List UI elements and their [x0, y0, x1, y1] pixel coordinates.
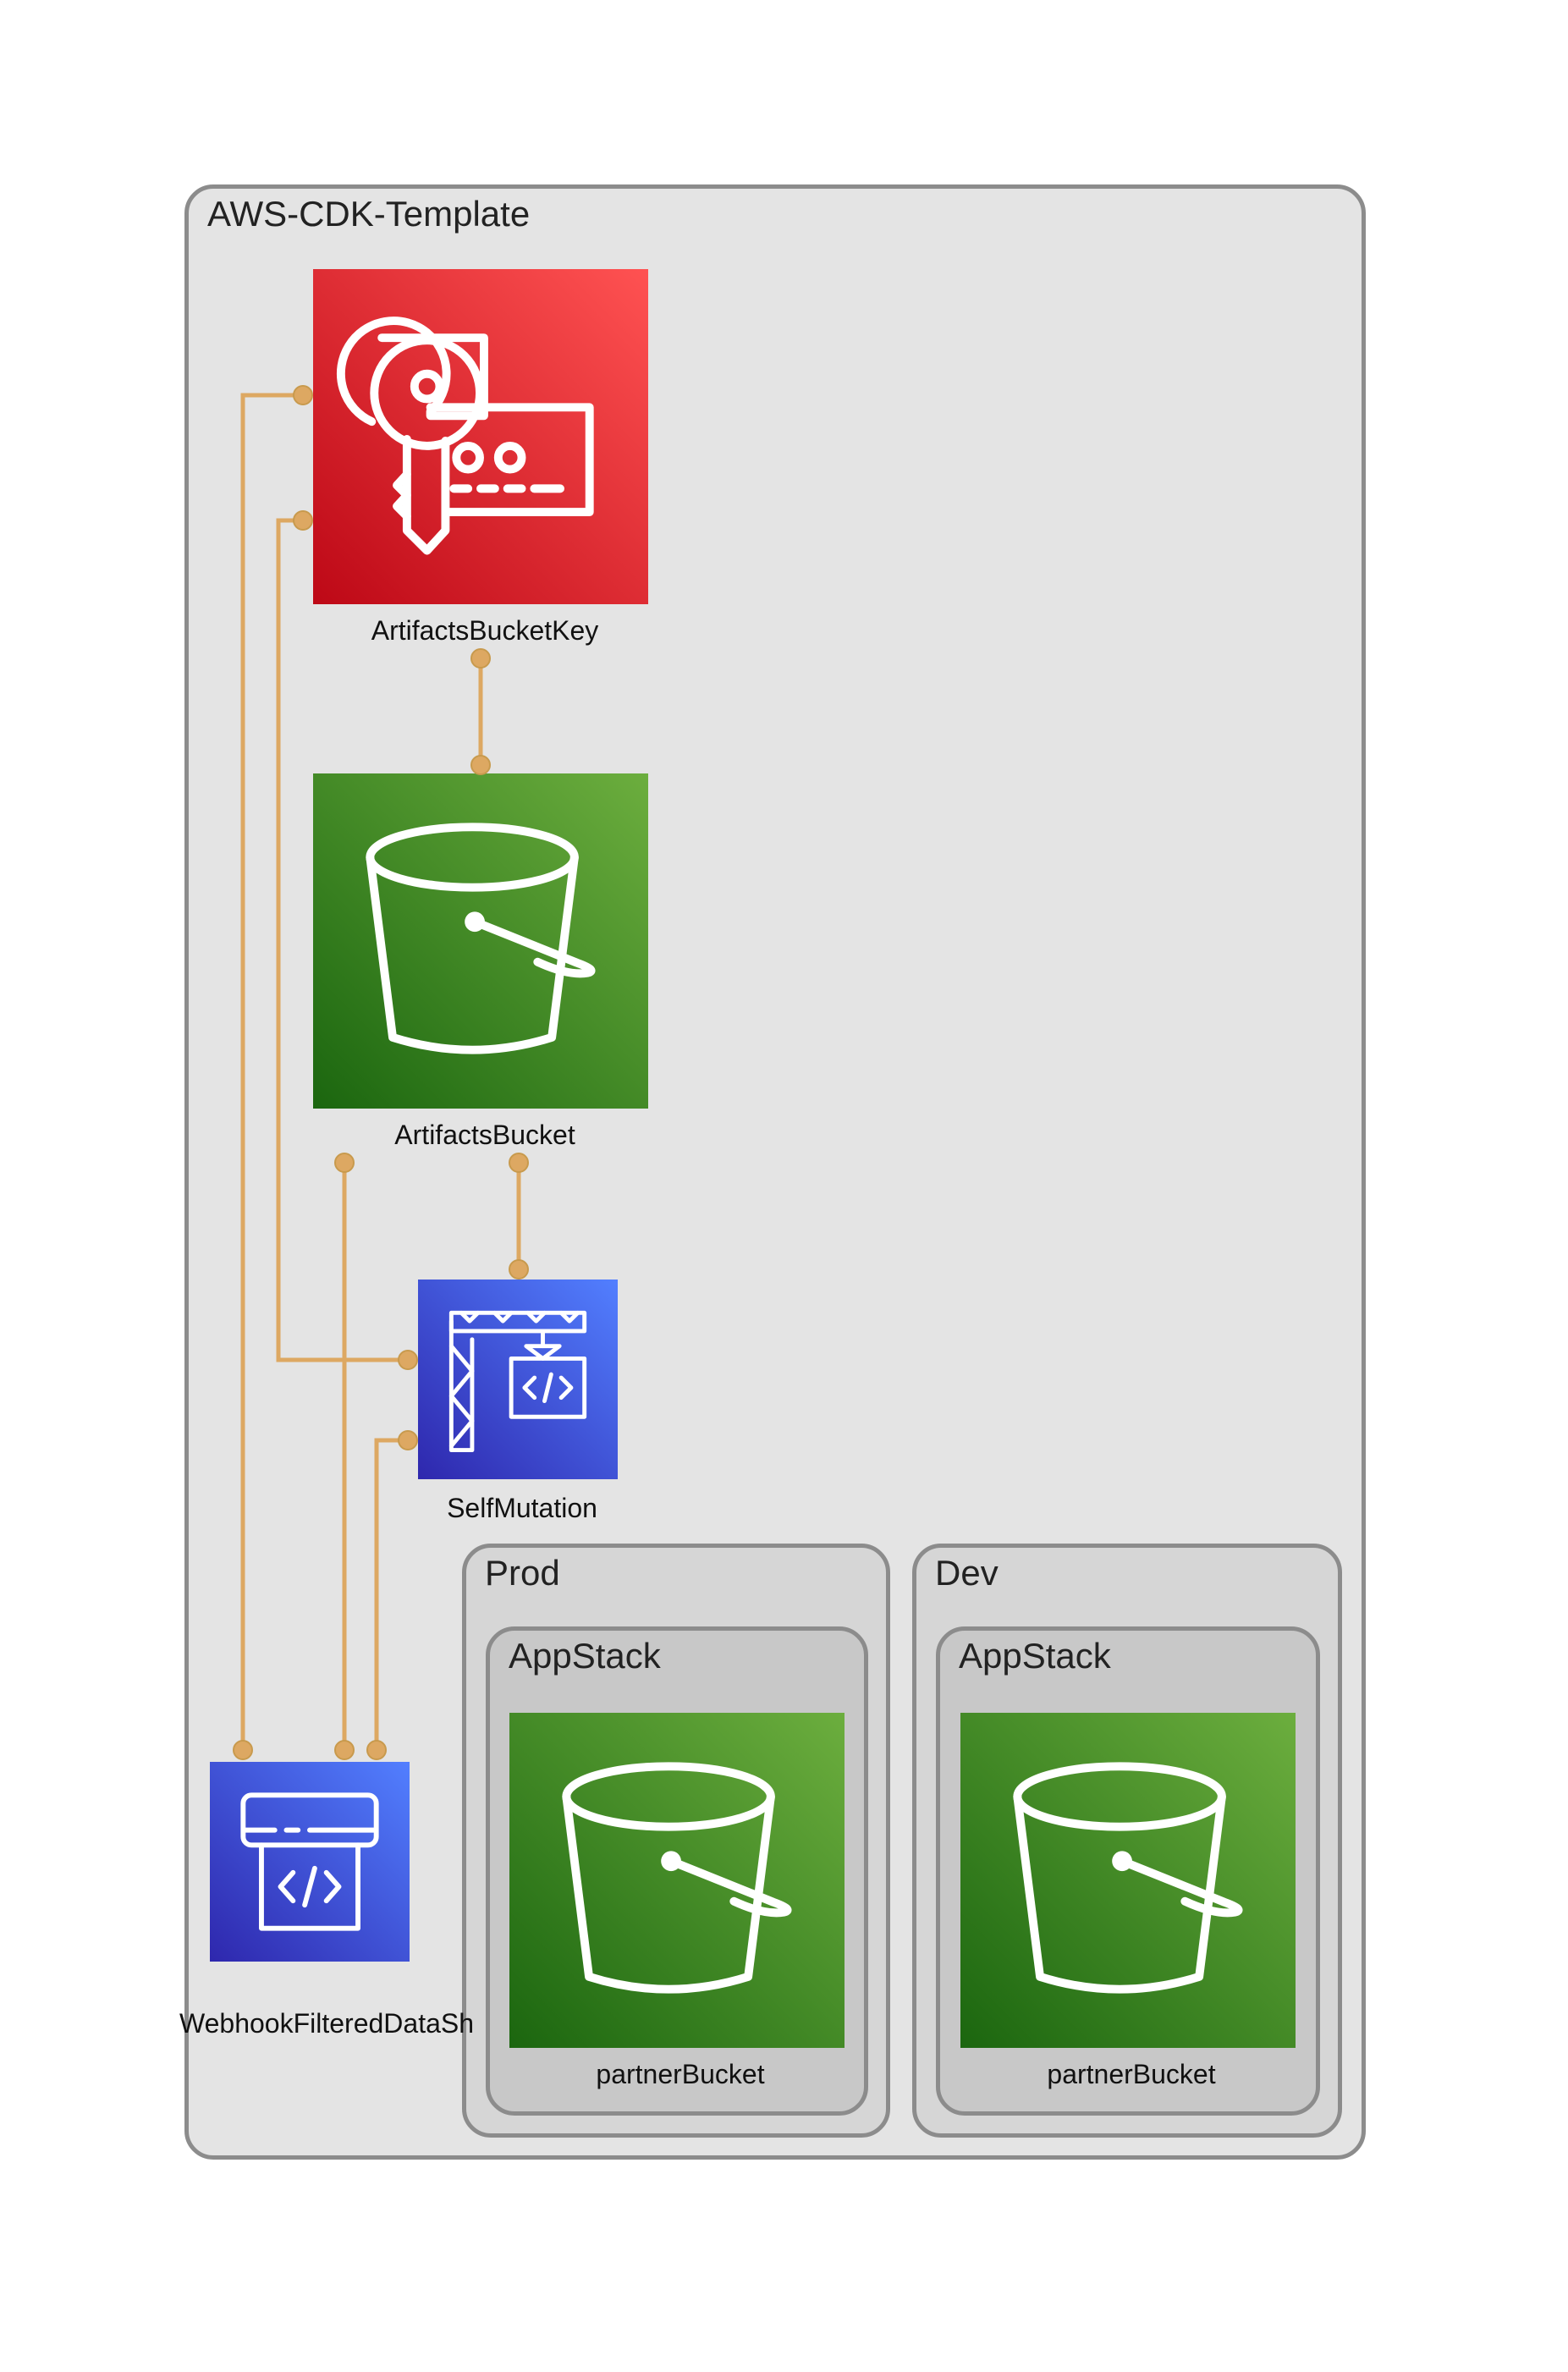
artifacts-bucket-label: ArtifactsBucket [394, 1120, 575, 1150]
prod-appstack-title: AppStack [509, 1636, 661, 1676]
artifacts-bucket-node[interactable] [313, 773, 648, 1109]
dev-cluster-title: Dev [935, 1553, 999, 1593]
dev-partner-bucket-label: partnerBucket [1047, 2059, 1216, 2089]
prod-cluster-title: Prod [485, 1553, 560, 1593]
prod-partner-bucket-label: partnerBucket [596, 2059, 765, 2089]
dev-partner-bucket-node[interactable] [960, 1713, 1296, 2048]
artifacts-bucket-key-node[interactable] [313, 269, 648, 604]
s3-bucket-icon [313, 773, 648, 1109]
prod-partner-bucket-node[interactable] [509, 1713, 845, 2048]
codebuild-icon [418, 1280, 618, 1479]
self-mutation-node[interactable] [418, 1280, 618, 1479]
root-cluster-title: AWS-CDK-Template [207, 194, 531, 234]
webhook-filtered-node[interactable] [210, 1762, 410, 1962]
webhook-filtered-label: WebhookFilteredDataSh [179, 2008, 475, 2039]
s3-bucket-icon [960, 1713, 1296, 2048]
s3-bucket-icon [509, 1713, 845, 2048]
self-mutation-label: SelfMutation [447, 1493, 597, 1523]
codebuild-project-icon [210, 1762, 410, 1962]
kms-key-icon [313, 269, 648, 604]
artifacts-bucket-key-label: ArtifactsBucketKey [371, 615, 599, 646]
dev-appstack-title: AppStack [959, 1636, 1111, 1676]
